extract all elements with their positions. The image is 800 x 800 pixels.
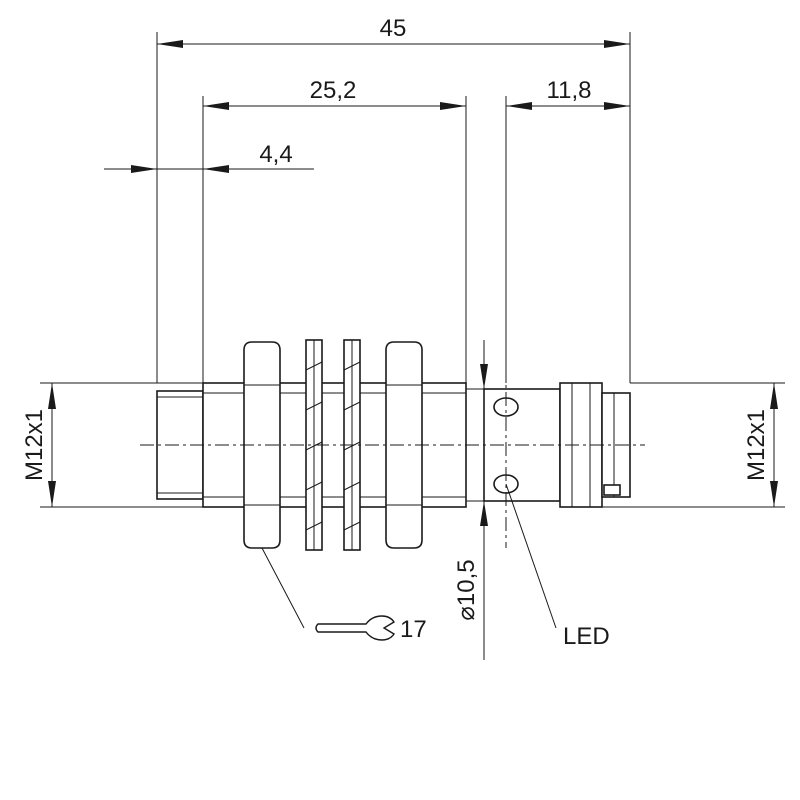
sensor-body — [156, 339, 631, 551]
diameter-label: ⌀10,5 — [453, 559, 480, 620]
wrench-callout: 17 — [261, 547, 427, 643]
thread-right-label: M12x1 — [743, 409, 770, 481]
body-length-label: 25,2 — [310, 77, 357, 104]
dimension-connector: 11,8 — [505, 77, 630, 383]
thread-left-label: M12x1 — [21, 409, 48, 481]
dimension-diameter: ⌀10,5 — [453, 340, 507, 660]
wrench-icon — [315, 615, 395, 641]
nose-length-label: 4,4 — [259, 141, 292, 168]
wrench-size-label: 17 — [400, 616, 427, 643]
led-label: LED — [563, 623, 610, 650]
dimension-thread-left: M12x1 — [21, 382, 203, 508]
dimension-nose: 4,4 — [104, 141, 314, 173]
dimension-overall: 45 — [156, 15, 631, 383]
dimension-thread-right: M12x1 — [600, 382, 785, 508]
overall-length-label: 45 — [380, 15, 407, 42]
led-callout: LED — [505, 483, 610, 650]
dimension-body: 25,2 — [202, 77, 467, 383]
hex-nut-left — [243, 341, 281, 549]
connector-length-label: 11,8 — [547, 77, 592, 104]
